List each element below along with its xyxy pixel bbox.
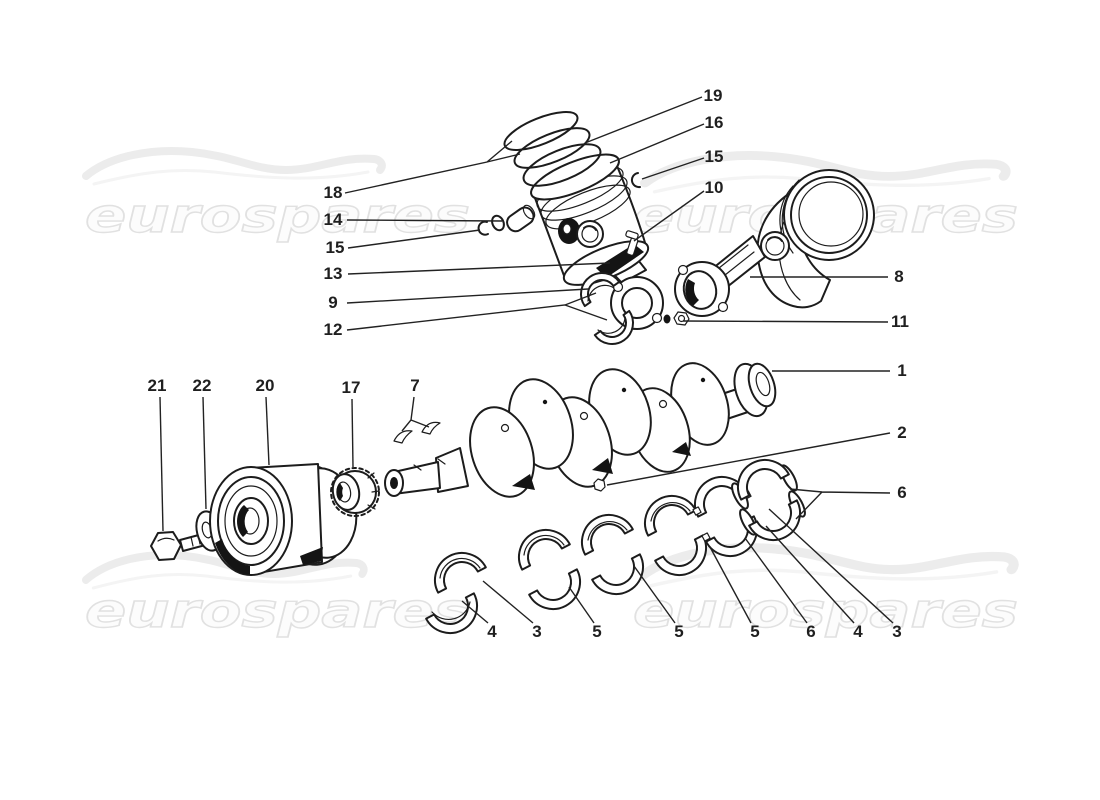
part-callout-10: 10 — [705, 178, 724, 197]
crankshaft-drawing — [384, 362, 777, 498]
part-callout-3: 3 — [532, 622, 541, 641]
part-callout-18: 18 — [324, 183, 343, 202]
pin-ring — [491, 214, 505, 232]
main-bearing-shells — [424, 449, 811, 644]
part-callout-20: 20 — [256, 376, 275, 395]
part-callout-9: 9 — [328, 293, 337, 312]
gudgeon-pin — [506, 206, 535, 233]
right-piston-assembly-drawing — [663, 169, 875, 326]
watermark-text: eurospares — [633, 584, 1018, 639]
watermark-text: eurospares — [85, 584, 470, 639]
piston-rings — [503, 111, 602, 187]
bearing-shell-upper — [634, 485, 697, 537]
crank-bolt-head — [150, 531, 182, 561]
part-callout-1: 1 — [897, 361, 906, 380]
piston-assembly-drawing — [477, 111, 664, 354]
woodruff-key — [393, 430, 413, 444]
part-callout-15: 15 — [705, 147, 724, 166]
part-callout-11: 11 — [891, 312, 909, 331]
part-callout-21: 21 — [148, 376, 167, 395]
part-callout-8: 8 — [894, 267, 903, 286]
part-callout-13: 13 — [324, 264, 343, 283]
crank-nose-step — [435, 447, 469, 493]
swoosh-top-left — [86, 151, 382, 184]
thrust-bearing-lower — [748, 499, 811, 551]
part-callout-6: 6 — [897, 483, 906, 502]
leader-lines — [159, 96, 894, 624]
part-callout-4: 4 — [853, 622, 863, 641]
part-callout-5: 5 — [674, 622, 683, 641]
pulley-group-drawing — [150, 421, 441, 576]
part-callout-15: 15 — [326, 238, 345, 257]
watermark-text: eurospares — [85, 189, 470, 244]
part-callout-5: 5 — [592, 622, 601, 641]
part-callout-2: 2 — [897, 423, 906, 442]
bearing-shell-upper — [571, 504, 634, 556]
part-callout-7: 7 — [410, 376, 419, 395]
circlip — [630, 172, 641, 189]
bearing-shell-lower — [528, 568, 591, 620]
rod-bearing-shells — [571, 263, 643, 354]
part-callout-6: 6 — [806, 622, 815, 641]
part-callout-16: 16 — [705, 113, 724, 132]
part-callout-19: 19 — [704, 86, 723, 105]
part-callout-17: 17 — [342, 378, 361, 397]
part-callout-22: 22 — [193, 376, 212, 395]
rod-nut — [673, 311, 690, 326]
part-callout-4: 4 — [487, 622, 497, 641]
part-callout-3: 3 — [892, 622, 901, 641]
part-callout-14: 14 — [324, 210, 343, 229]
woodruff-key — [421, 421, 441, 435]
part-callout-12: 12 — [324, 320, 343, 339]
timing-gear-teeth — [330, 467, 380, 517]
circlip — [477, 220, 489, 236]
bearing-shell-upper — [508, 519, 571, 571]
part-callout-5: 5 — [750, 622, 759, 641]
thrust-bearing-upper — [727, 449, 790, 501]
oil-plug — [593, 478, 606, 492]
